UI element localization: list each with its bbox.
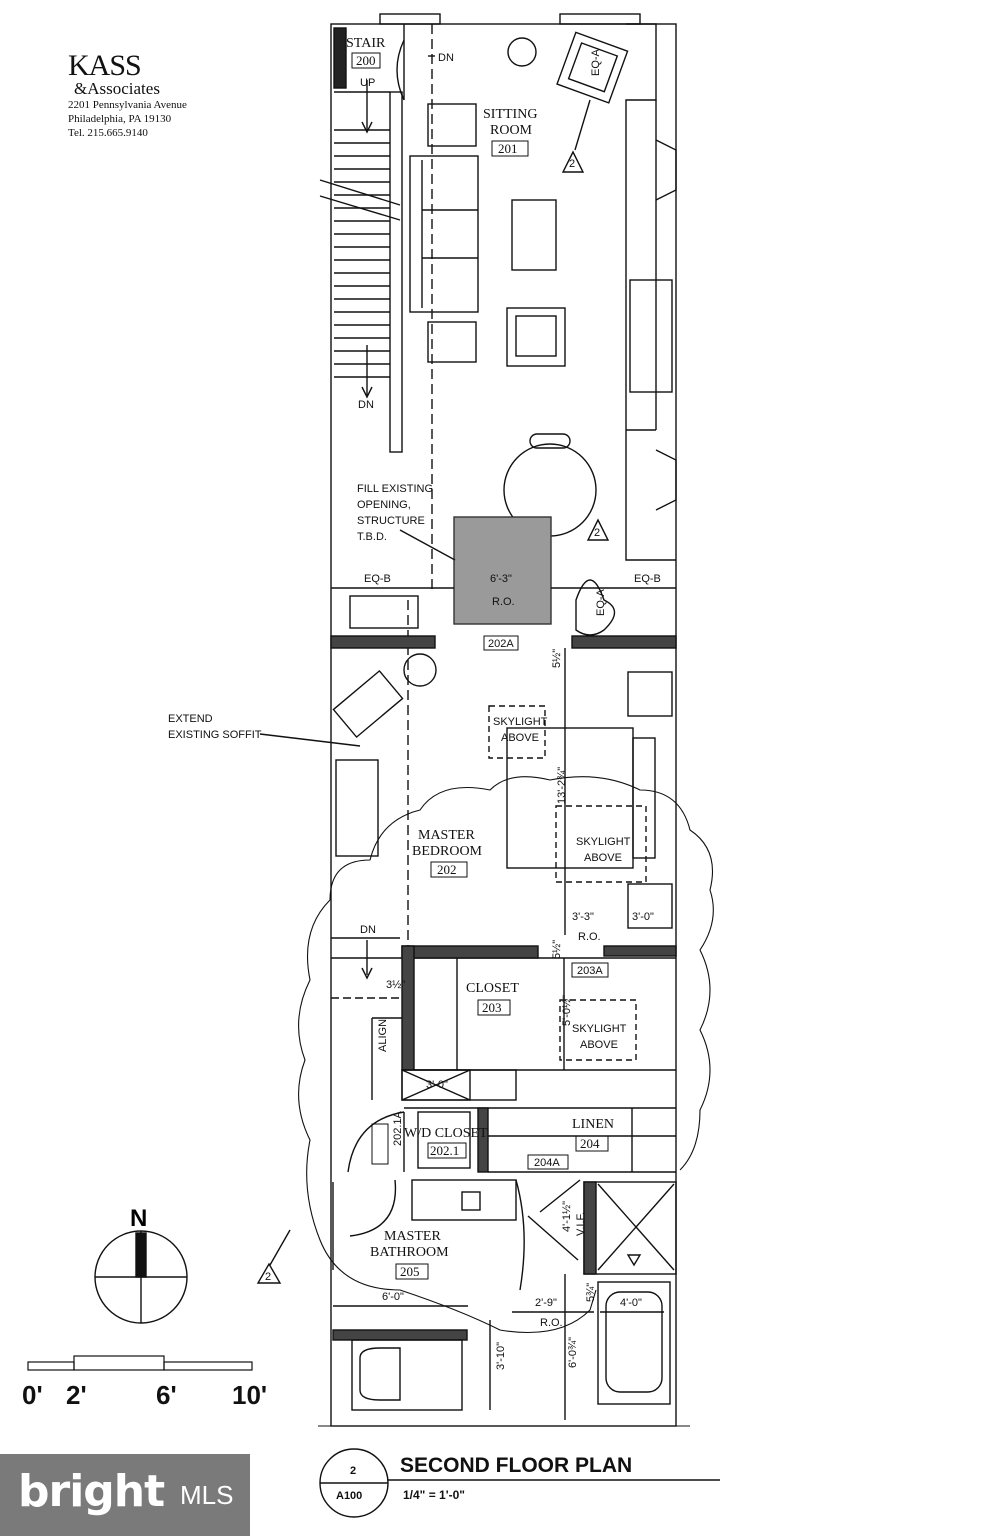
sheet-number: A100 <box>336 1490 362 1502</box>
firm-associates: &Associates <box>74 79 160 98</box>
door-202a: 202A <box>488 638 514 650</box>
bedroom-name-1: MASTER <box>418 828 475 843</box>
dim-2-9: 2'-9" <box>535 1297 557 1309</box>
skylight-2-line1: SKYLIGHT <box>576 836 631 848</box>
dim-5-0-half: 5'-0½" <box>561 995 573 1026</box>
skylight-3-line1: SKYLIGHT <box>572 1023 627 1035</box>
wd-closet-name: W/D CLOSET <box>404 1126 488 1141</box>
scale-0: 0' <box>22 1380 43 1410</box>
stair-dn-bottom: DN <box>358 399 374 411</box>
scale-6: 6' <box>156 1380 177 1410</box>
opening-dim: 6'-3" <box>490 573 512 585</box>
sitting-name-2: ROOM <box>490 123 533 138</box>
north-arrow <box>94 1230 188 1324</box>
firm-logo: KASS &Associates 2201 Pennsylvania Avenu… <box>68 49 187 140</box>
linen-name: LINEN <box>572 1117 614 1132</box>
door-204a: 204A <box>534 1157 560 1169</box>
firm-address-2: Philadelphia, PA 19130 <box>68 113 172 125</box>
stair-dn-top: DN <box>438 52 454 64</box>
skylight-2-line2: ABOVE <box>584 852 622 864</box>
align-note: ALIGN <box>377 1019 389 1052</box>
dim-4-1-half: 4'-1½" <box>561 1201 573 1232</box>
eqb-left: EQ-B <box>364 573 391 585</box>
stair-name: STAIR <box>346 36 386 51</box>
bedroom-name-2: BEDROOM <box>412 844 483 859</box>
bathroom-name-1: MASTER <box>384 1229 441 1244</box>
bath-ro: R.O. <box>540 1317 563 1329</box>
stair-number: 200 <box>356 53 376 68</box>
scale-10: 10' <box>232 1380 268 1410</box>
closet-ro: R.O. <box>578 931 601 943</box>
title-block <box>319 1448 720 1518</box>
fill-note-2: OPENING, <box>357 499 411 511</box>
firm-address-1: 2201 Pennsylvania Avenue <box>68 99 187 111</box>
firm-name: KASS <box>68 49 142 82</box>
dim-4-0: 4'-0" <box>620 1297 642 1309</box>
closet-number: 203 <box>482 1000 502 1015</box>
stair-up-label: UP <box>360 77 375 89</box>
extend-note-1: EXTEND <box>168 713 213 725</box>
fill-note-1: FILL EXISTING <box>357 483 433 495</box>
eqb-right: EQ-B <box>634 573 661 585</box>
eqa-bottom: EQ-A <box>595 588 607 616</box>
bathroom-number: 205 <box>400 1264 420 1279</box>
skylight-1-line2: ABOVE <box>501 732 539 744</box>
stair-treads <box>334 129 390 378</box>
dim-6-0-three-quarter: 6'-0¾" <box>567 1337 579 1368</box>
sitting-name-1: SITTING <box>483 107 537 122</box>
wd-closet-number: 202.1 <box>430 1143 459 1158</box>
eqa-top: EQ-A <box>590 48 602 76</box>
brand-mls: MLS <box>180 1480 234 1510</box>
fill-note-4: T.B.D. <box>357 531 387 543</box>
dim-3-half: 3½" <box>386 979 405 991</box>
dim-5-half-mid: 5½" <box>551 940 563 959</box>
bright-mls-logo: bright MLS <box>0 1454 250 1536</box>
bathroom-name-2: BATHROOM <box>370 1245 449 1260</box>
skylight-3-line2: ABOVE <box>580 1039 618 1051</box>
section-marker-2: 2 <box>594 527 600 539</box>
closet-dn: DN <box>360 924 376 936</box>
dim-3-10: 3'-10" <box>495 1342 507 1370</box>
section-marker-1: 2 <box>569 158 575 170</box>
dim-5-three-quarter: 5¾" <box>585 1283 597 1302</box>
firm-phone: Tel. 215.665.9140 <box>68 127 148 139</box>
opening-ro: R.O. <box>492 596 515 608</box>
door-2021a: 202.1A <box>392 1110 404 1146</box>
extend-note-2: EXISTING SOFFIT <box>168 729 262 741</box>
bedroom-number: 202 <box>437 862 457 877</box>
fill-note-3: STRUCTURE <box>357 515 425 527</box>
detail-number: 2 <box>350 1465 356 1477</box>
dim-5-half-top: 5½" <box>551 649 563 668</box>
scale-2: 2' <box>66 1380 87 1410</box>
dim-13ft: 13'-2¾" <box>556 767 568 804</box>
dim-3-0-closet: 3'-0" <box>426 1079 448 1091</box>
dim-3-3: 3'-3" <box>572 911 594 923</box>
north-label: N <box>130 1205 147 1232</box>
dim-3-0-bedroom: 3'-0" <box>632 911 654 923</box>
linen-number: 204 <box>580 1136 600 1151</box>
skylight-1-line1: SKYLIGHT <box>493 716 548 728</box>
closet-name: CLOSET <box>466 981 519 996</box>
sitting-number: 201 <box>498 141 518 156</box>
drawing-scale: 1/4" = 1'-0" <box>403 1488 465 1502</box>
fill-opening-hatch <box>453 516 552 625</box>
brand-word: bright <box>18 1466 165 1517</box>
dim-6-0: 6'-0" <box>382 1291 404 1303</box>
door-203a: 203A <box>577 965 603 977</box>
vif-note: V.I.F. <box>575 1212 587 1236</box>
section-marker-3: 2 <box>265 1271 271 1283</box>
drawing-title: SECOND FLOOR PLAN <box>400 1454 633 1477</box>
scale-bar <box>27 1355 253 1371</box>
